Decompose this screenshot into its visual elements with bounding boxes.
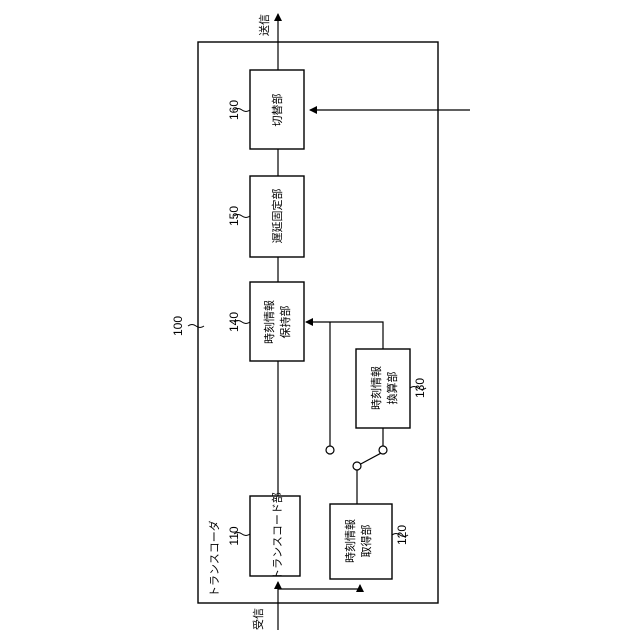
transcoder-label: トランスコーダ — [207, 520, 221, 597]
time-acquire-line2: 取得部 — [359, 525, 373, 558]
into-hold-arrow — [306, 322, 383, 349]
time-acquire-line1: 時刻情報 — [343, 519, 357, 563]
ref-140: 140 — [227, 312, 241, 332]
ref-100-leader — [188, 325, 204, 328]
branch-to-acquire-arrow — [278, 585, 360, 589]
receive-label: 受信 — [252, 608, 265, 630]
ref-110: 110 — [227, 526, 241, 545]
transcode-block-label: トランスコード部 — [270, 492, 284, 580]
time-convert-line2: 換算部 — [385, 372, 399, 405]
selector-pivot — [353, 462, 361, 470]
ref-120: 120 — [395, 525, 409, 545]
time-hold-line2: 保持部 — [278, 306, 292, 339]
time-hold-line1: 時刻情報 — [262, 300, 276, 344]
time-hold-block — [250, 282, 304, 361]
ref-160: 160 — [227, 100, 241, 120]
selector-contact-convert — [379, 446, 387, 454]
time-convert-line1: 時刻情報 — [369, 366, 383, 410]
delay-fix-block-label: 遅延固定部 — [270, 189, 284, 244]
send-label: 送信 — [257, 14, 271, 36]
selector-contact-bypass — [326, 446, 334, 454]
ref-100: 100 — [171, 316, 185, 336]
switch-block-label: 切替部 — [270, 94, 284, 127]
ref-150: 150 — [227, 206, 241, 226]
ref-130: 130 — [413, 378, 427, 398]
time-convert-block — [356, 349, 410, 428]
